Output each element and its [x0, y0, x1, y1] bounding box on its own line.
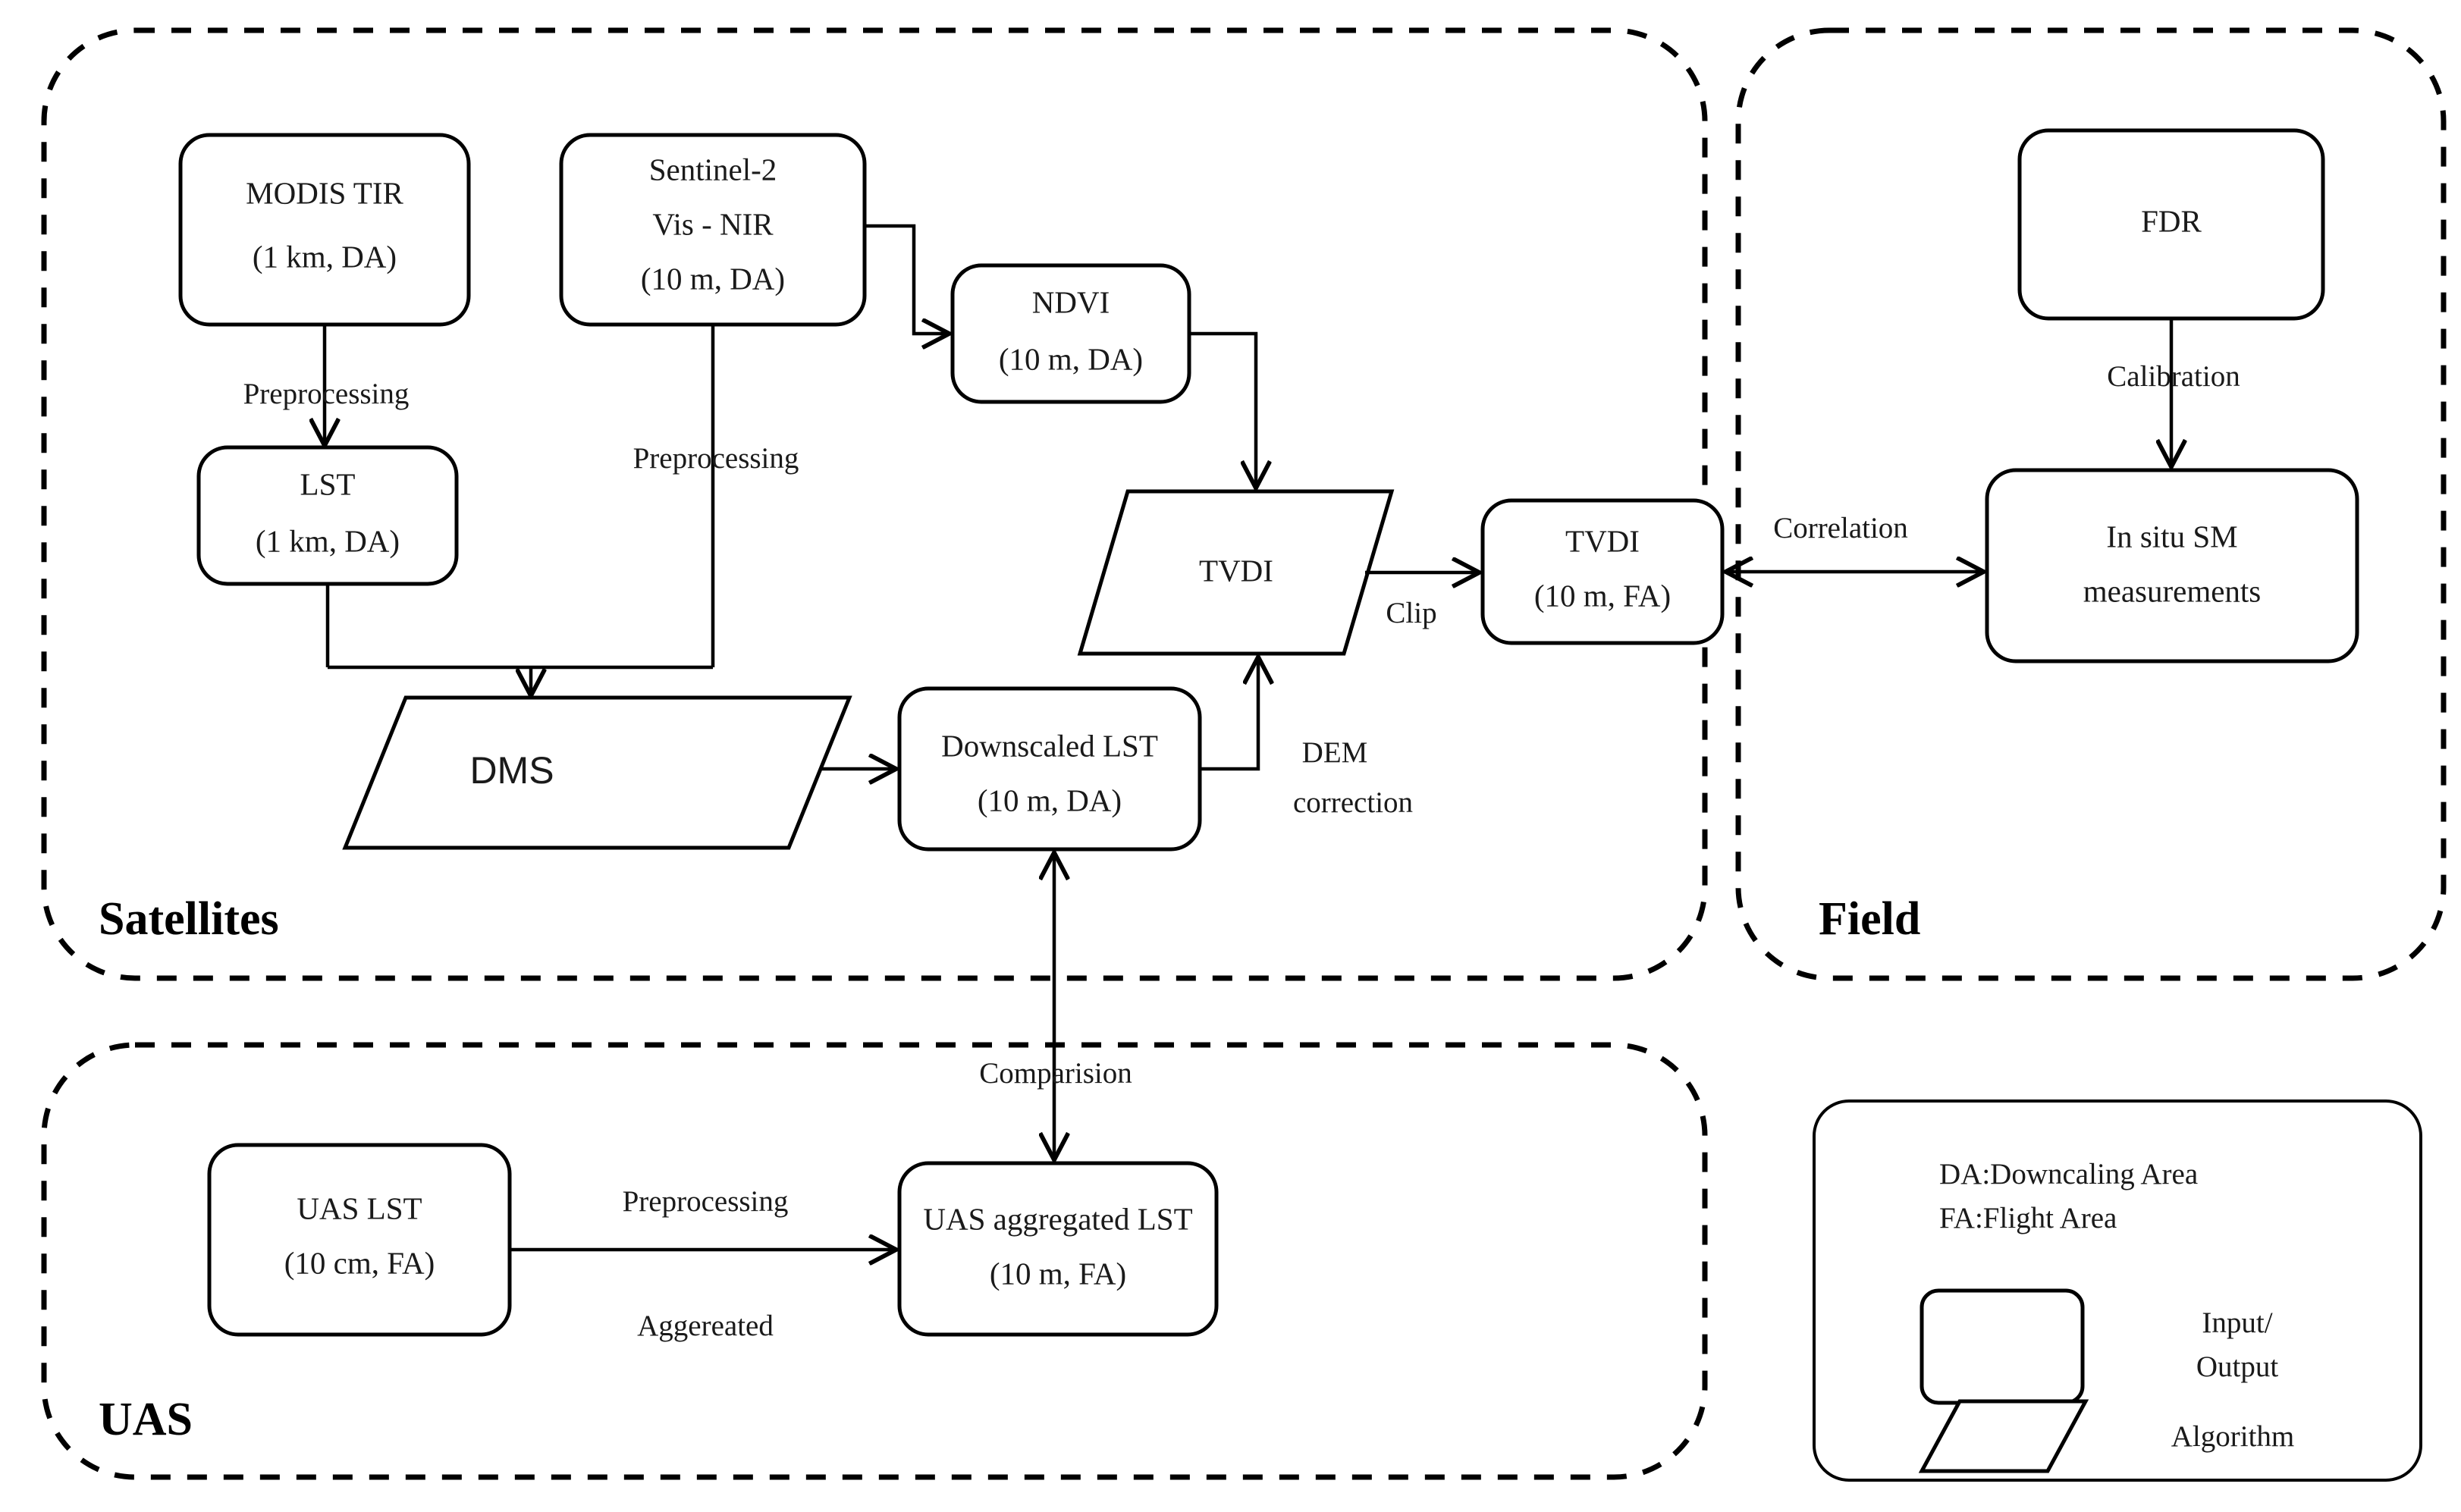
legend-label-input-output-line1: Input/ [2202, 1307, 2272, 1339]
node-sentinel2-line3: (10 m, DA) [641, 261, 785, 296]
node-sentinel2-line2: Vis - NIR [652, 206, 774, 241]
node-downscaled-lst[interactable] [897, 686, 1202, 852]
node-uas-aggregated-lst-line2: (10 m, FA) [990, 1256, 1126, 1291]
edge-sentinel2-to-ndvi [865, 224, 948, 334]
edge-label-uas-preprocessing: Preprocessing [623, 1185, 789, 1218]
node-uas-aggregated-lst[interactable] [897, 1161, 1219, 1337]
node-modis-tir-line1: MODIS TIR [246, 175, 403, 210]
node-tvdi-fa[interactable] [1480, 498, 1725, 645]
node-lst-line2: (1 km, DA) [256, 523, 400, 558]
node-dms[interactable] [342, 695, 852, 850]
node-modis-tir[interactable] [178, 133, 471, 327]
node-tvdi-fa-line2: (10 m, FA) [1534, 578, 1671, 613]
edge-label-clip: Clip [1386, 597, 1436, 629]
node-ndvi-line1: NDVI [1032, 284, 1110, 319]
group-title-uas: UAS [99, 1394, 193, 1445]
edge-label-correlation: Correlation [1773, 512, 1908, 544]
legend-shape-input-output [1920, 1288, 2085, 1405]
node-tvdi-algorithm[interactable] [1077, 489, 1395, 656]
node-downscaled-lst-line1: Downscaled LST [941, 728, 1158, 763]
edge-label-modis-to-lst: Preprocessing [243, 378, 410, 410]
legend-shape-algorithm [1918, 1399, 2089, 1473]
edge-label-dem-correction-line1: DEM [1302, 736, 1368, 769]
edge-ndvi-to-tvdi [1189, 331, 1256, 487]
legend-label-input-output-line2: Output [2196, 1350, 2279, 1383]
group-title-field: Field [1819, 893, 1920, 945]
legend-abbrev-da: DA:Downcaling Area [1939, 1158, 2198, 1190]
node-dms-label: DMS [469, 749, 554, 792]
node-uas-lst[interactable] [207, 1143, 512, 1337]
node-uas-lst-line2: (10 cm, FA) [284, 1245, 435, 1280]
edge-label-sentinel2-preprocessing: Preprocessing [633, 442, 799, 475]
group-title-satellites: Satellites [99, 893, 279, 945]
node-tvdi-algorithm-label: TVDI [1199, 553, 1273, 588]
node-tvdi-fa-line1: TVDI [1565, 523, 1640, 558]
group-container-field [1735, 27, 2447, 981]
legend-abbrev-fa: FA:Flight Area [1939, 1202, 2117, 1234]
legend-container [1813, 1099, 2422, 1482]
node-lst-line1: LST [300, 466, 356, 501]
node-downscaled-lst-line2: (10 m, DA) [978, 783, 1122, 817]
node-ndvi-line2: (10 m, DA) [999, 341, 1143, 376]
edge-label-calibration: Calibration [2107, 360, 2240, 393]
edge-label-comparision: Comparision [979, 1057, 1132, 1090]
edge-label-uas-aggereated: Aggereated [637, 1310, 774, 1342]
node-uas-aggregated-lst-line1: UAS aggregated LST [923, 1201, 1192, 1236]
node-fdr-label: FDR [2141, 203, 2202, 238]
edge-downscaled-lst-to-tvdi [1200, 658, 1258, 771]
node-in-situ-sm-line2: measurements [2083, 573, 2262, 608]
node-uas-lst-line1: UAS LST [297, 1190, 422, 1225]
edge-label-dem-correction-line2: correction [1293, 786, 1413, 819]
node-sentinel2-line1: Sentinel-2 [649, 152, 777, 187]
node-in-situ-sm-line1: In situ SM [2106, 519, 2237, 554]
node-modis-tir-line2: (1 km, DA) [253, 239, 397, 274]
node-in-situ-sm[interactable] [1985, 468, 2359, 663]
group-container-uas [41, 1042, 1708, 1480]
legend-label-algorithm: Algorithm [2171, 1420, 2295, 1453]
